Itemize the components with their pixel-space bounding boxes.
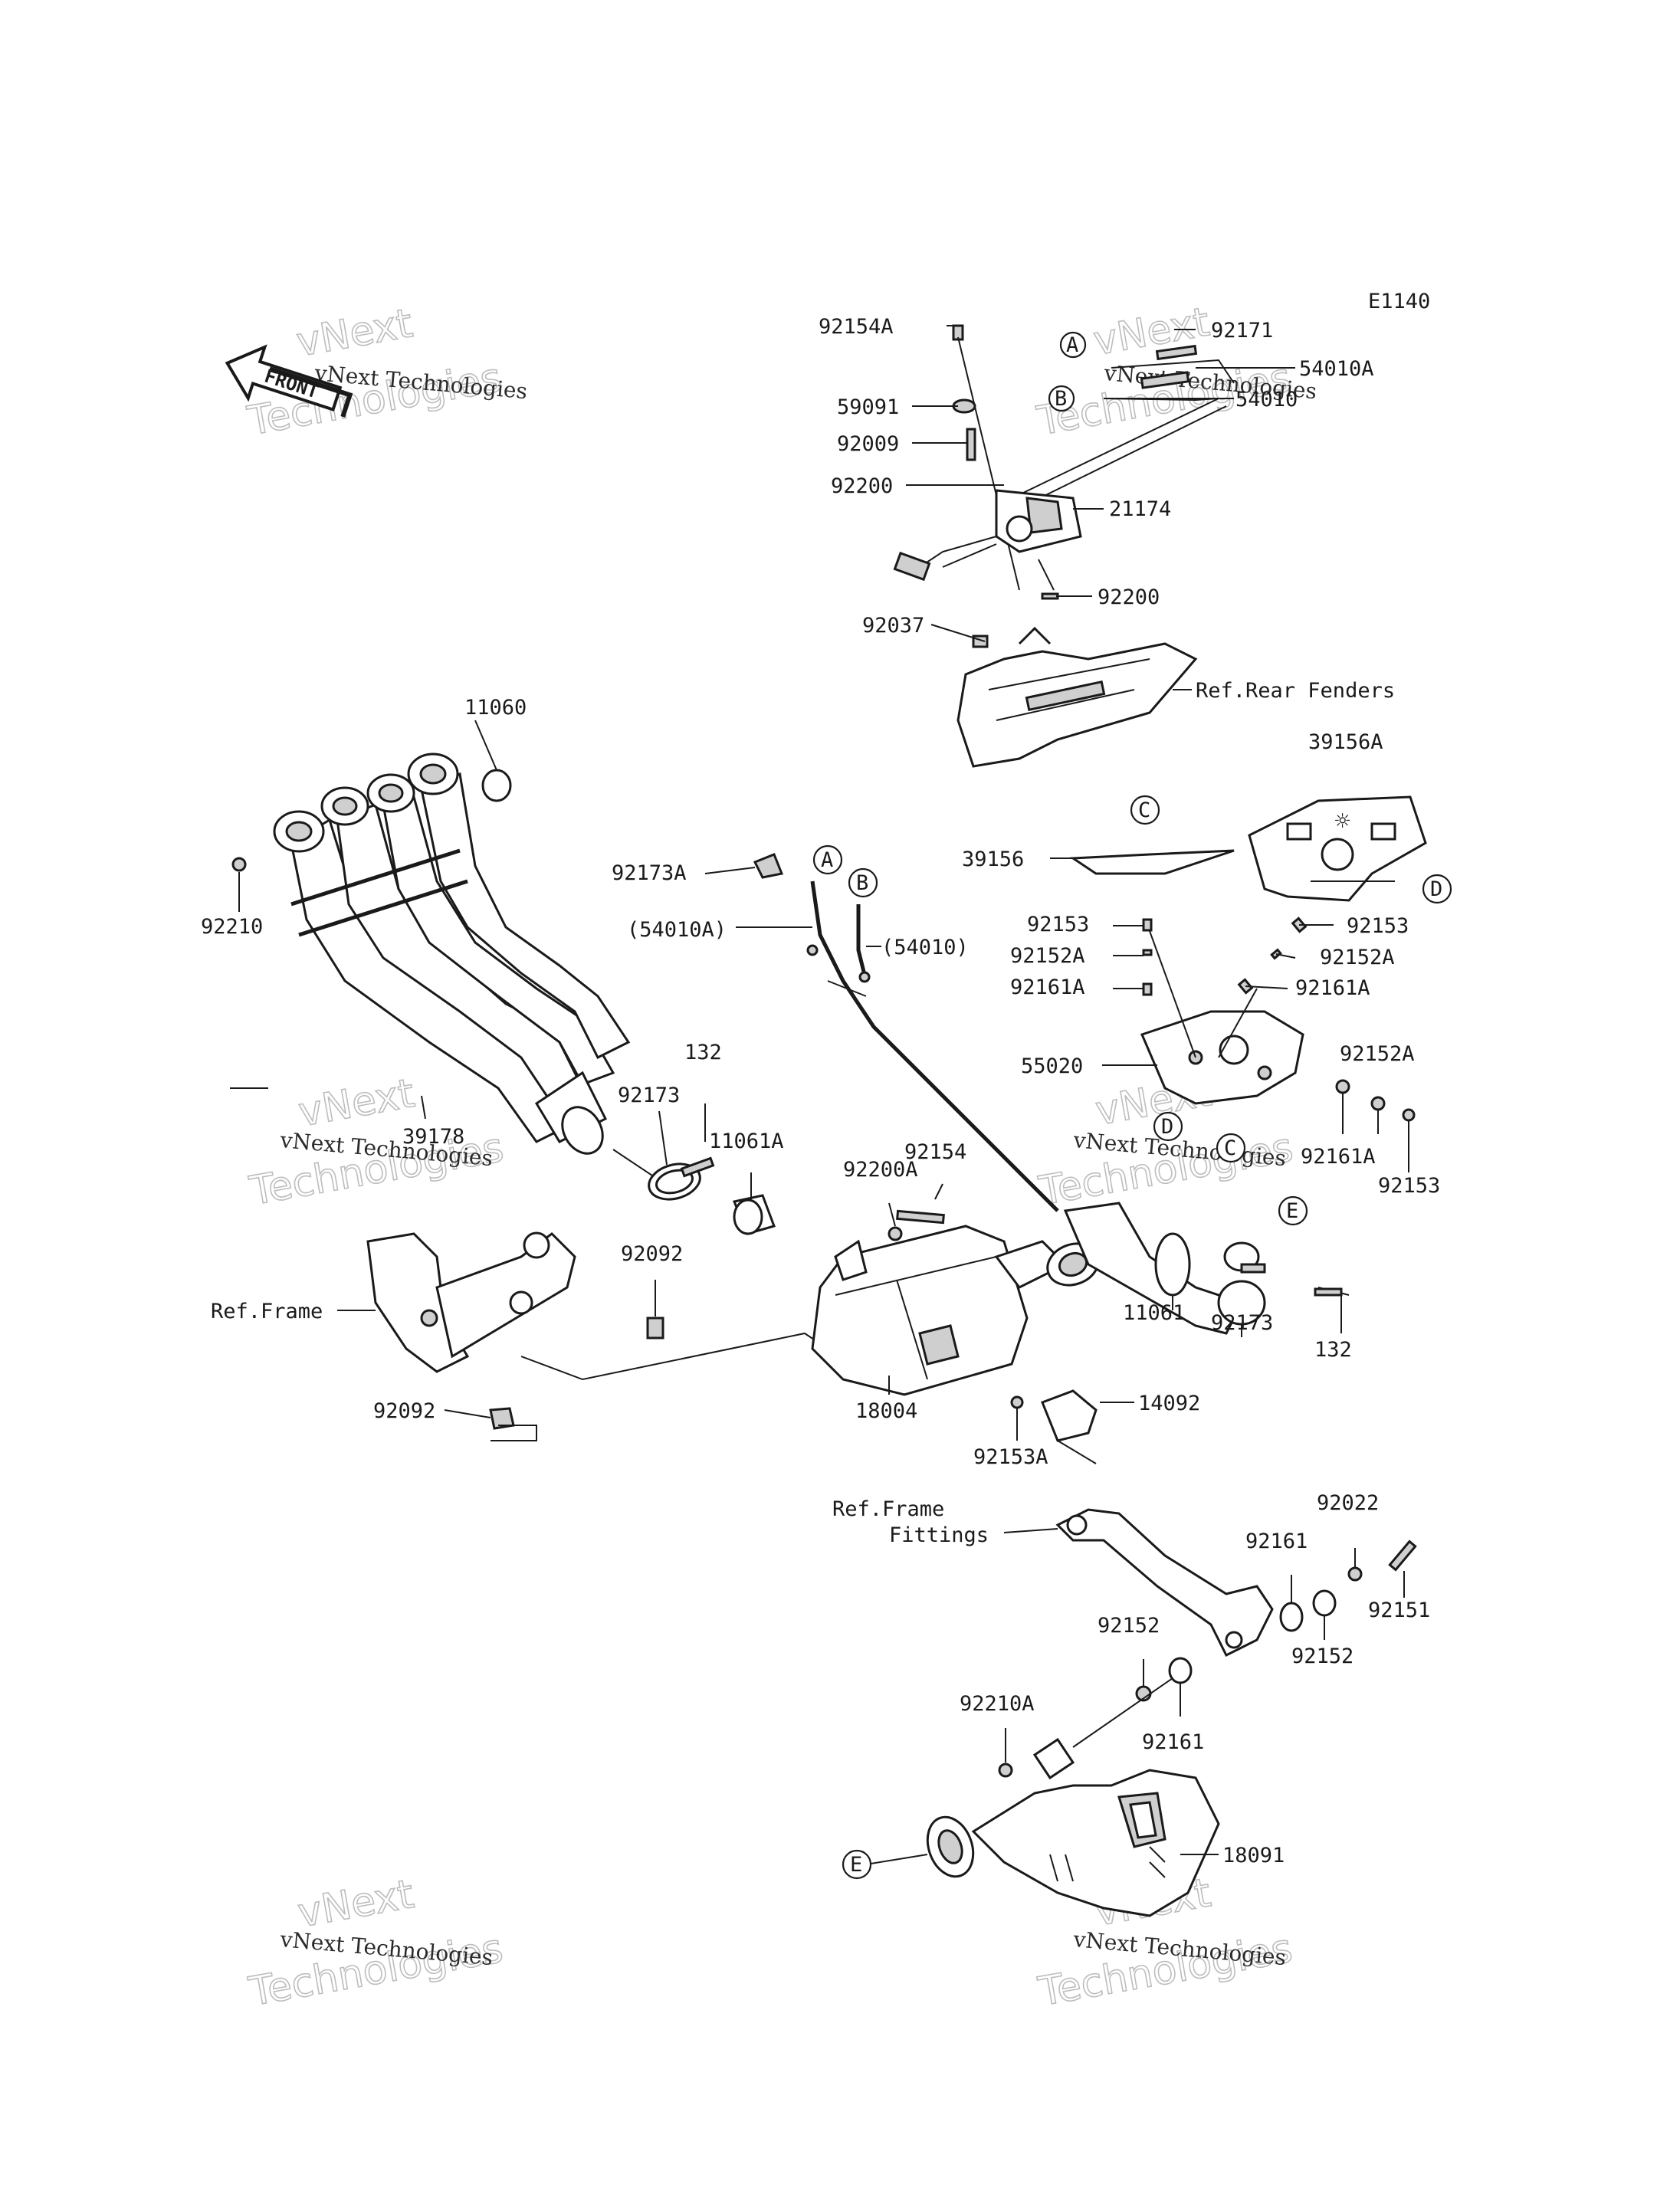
svg-text:E: E <box>1286 1199 1298 1223</box>
label-92173-b: 92173 <box>1211 1311 1273 1335</box>
label-54010A: 54010A <box>1299 357 1374 381</box>
svg-text:A: A <box>821 848 833 872</box>
label-11060: 11060 <box>464 696 527 720</box>
callout-a-cable: A <box>812 844 843 875</box>
label-ref-frame-fittings-2: Fittings <box>889 1523 989 1547</box>
svg-text:A: A <box>1066 333 1078 357</box>
svg-text:C: C <box>1224 1136 1236 1160</box>
label-92153-a: 92153 <box>1027 913 1089 936</box>
label-92153A: 92153A <box>973 1445 1048 1469</box>
heat-shield: ☼ <box>1069 795 1427 902</box>
svg-text:vNext: vNext <box>295 1071 418 1136</box>
label-54010-ref: (54010) <box>881 936 969 959</box>
label-ref-rear-fenders: Ref.Rear Fenders <box>1196 679 1395 703</box>
svg-text:D: D <box>1161 1115 1173 1139</box>
exhaust-header-pipes <box>231 753 631 1155</box>
label-92152-a: 92152 <box>1098 1614 1160 1638</box>
label-92153-b: 92153 <box>1347 914 1409 938</box>
label-18091: 18091 <box>1222 1844 1285 1867</box>
label-39178: 39178 <box>402 1125 464 1149</box>
label-92161-a: 92161 <box>1245 1530 1308 1553</box>
label-54010: 54010 <box>1235 388 1298 412</box>
label-92161A-b: 92161A <box>1295 976 1370 1000</box>
label-92009: 92009 <box>837 432 899 456</box>
label-92161A-c: 92161A <box>1301 1145 1376 1169</box>
label-18004: 18004 <box>855 1399 917 1423</box>
label-54010A-ref: (54010A) <box>627 918 727 942</box>
frame-bracket-left <box>366 1231 829 1441</box>
label-92210: 92210 <box>201 915 263 939</box>
label-92037: 92037 <box>862 614 924 638</box>
label-92161A-a: 92161A <box>1010 976 1085 999</box>
callout-b-cable: B <box>848 867 878 898</box>
callout-c-cover: C <box>1216 1133 1246 1163</box>
svg-text:vNext: vNext <box>294 1871 417 1936</box>
svg-text:B: B <box>856 871 868 895</box>
label-ref-frame-fittings-1: Ref.Frame <box>832 1497 944 1521</box>
label-92092-a: 92092 <box>621 1242 683 1266</box>
label-11061: 11061 <box>1123 1301 1185 1325</box>
svg-text:B: B <box>1055 387 1067 411</box>
svg-text:D: D <box>1430 877 1442 901</box>
control-cables <box>753 853 1059 1212</box>
label-92154: 92154 <box>904 1140 966 1164</box>
svg-text:C: C <box>1138 798 1150 822</box>
label-11061A: 11061A <box>709 1130 784 1153</box>
callout-e-silencer: E <box>842 1849 872 1880</box>
label-92152A-a: 92152A <box>1010 944 1085 968</box>
silencer <box>926 1737 1220 1917</box>
svg-text:☼: ☼ <box>1334 810 1351 833</box>
leader-lines <box>230 325 1409 1864</box>
label-21174: 21174 <box>1109 497 1171 521</box>
label-39156: 39156 <box>962 848 1024 871</box>
clamp-hanger-right <box>1063 1202 1350 1335</box>
label-92200-lower: 92200 <box>1098 585 1160 609</box>
label-39156A: 39156A <box>1308 730 1383 754</box>
label-92152A-b: 92152A <box>1320 946 1395 969</box>
valve-actuator-assembly <box>893 324 1235 768</box>
valve-cover <box>1140 917 1416 1122</box>
muffler-precamber <box>811 1209 1100 1464</box>
label-92092-b: 92092 <box>373 1399 435 1423</box>
callout-b-top: B <box>1048 385 1075 412</box>
callout-c-heatshield: C <box>1130 795 1160 825</box>
label-92210A: 92210A <box>960 1692 1035 1716</box>
label-92200-upper: 92200 <box>831 474 893 498</box>
label-132-b: 132 <box>1314 1338 1352 1362</box>
label-132-a: 132 <box>684 1041 722 1064</box>
label-92173A: 92173A <box>612 861 687 885</box>
label-55020: 55020 <box>1021 1054 1083 1078</box>
callout-d-cover: D <box>1153 1111 1183 1142</box>
label-92022: 92022 <box>1317 1491 1379 1515</box>
label-92152A-c: 92152A <box>1340 1042 1415 1066</box>
callout-e-hanger: E <box>1278 1195 1308 1226</box>
diagram-code: E1140 <box>1368 290 1430 313</box>
label-14092: 14092 <box>1138 1392 1200 1415</box>
joint-clamp-left <box>612 1149 776 1235</box>
label-92151: 92151 <box>1368 1599 1430 1622</box>
front-arrow-icon: FRONT <box>225 344 353 418</box>
callout-d-heatshield: D <box>1422 874 1452 904</box>
label-59091: 59091 <box>837 395 899 419</box>
label-92200A: 92200A <box>843 1158 918 1182</box>
label-92173-a: 92173 <box>618 1084 680 1107</box>
label-92171: 92171 <box>1211 319 1273 343</box>
label-ref-frame: Ref.Frame <box>211 1300 323 1323</box>
label-92154A: 92154A <box>819 315 894 339</box>
label-92152-b: 92152 <box>1291 1644 1354 1668</box>
callout-a-top: A <box>1059 331 1087 359</box>
svg-text:E: E <box>850 1853 862 1877</box>
label-92161-b: 92161 <box>1142 1730 1204 1754</box>
svg-text:vNext: vNext <box>294 300 416 366</box>
label-92153-c: 92153 <box>1378 1174 1440 1198</box>
